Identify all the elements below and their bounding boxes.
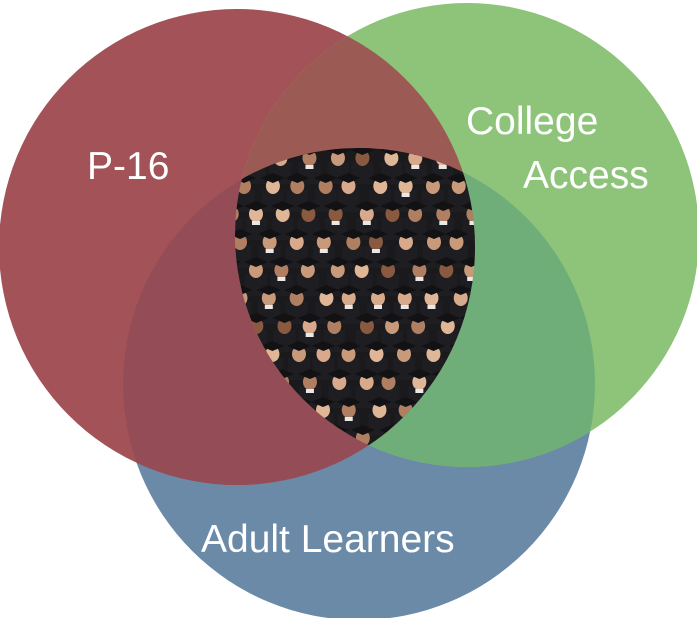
label-adult-learners: Adult Learners (201, 518, 455, 561)
label-access: Access (523, 154, 649, 197)
label-p16: P-16 (87, 145, 169, 188)
label-college: College (466, 100, 598, 143)
